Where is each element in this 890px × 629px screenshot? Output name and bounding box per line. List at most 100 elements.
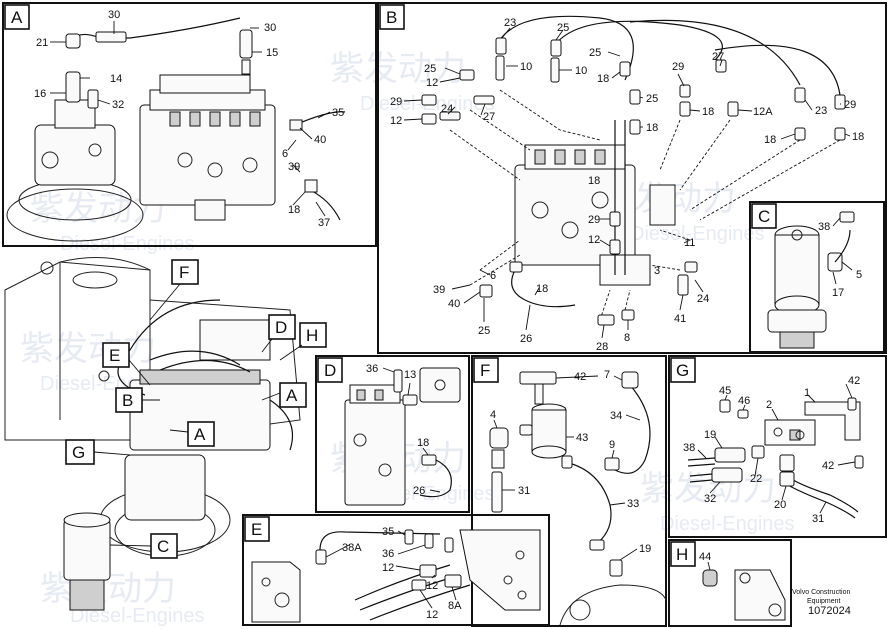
callout-b-25: 25 [424, 63, 436, 75]
panel-c-letter: C [758, 207, 770, 226]
panel-d-letter: D [324, 361, 336, 380]
callout-c-38: 38 [818, 221, 830, 233]
callout-a-6: 6 [282, 148, 288, 160]
callout-b-10: 10 [520, 61, 532, 73]
panel-g-frame [668, 355, 887, 538]
overview-label-e: E [109, 346, 120, 365]
callout-e-36: 36 [382, 548, 394, 560]
callout-g-38: 38 [683, 442, 695, 454]
callout-d-13: 13 [404, 369, 416, 381]
watermark-cn: 紫发动力 [640, 470, 776, 508]
callout-f-34: 34 [610, 410, 622, 422]
panel-b-letter-box [379, 4, 405, 30]
cylinder-sketch [702, 569, 786, 621]
callout-d-18: 18 [417, 437, 429, 449]
callout-d-26: 26 [413, 485, 425, 497]
callout-h-44: 44 [699, 551, 711, 563]
callout-b-25: 25 [646, 93, 658, 105]
callout-f-43: 43 [576, 432, 588, 444]
panel-h-letter-box [670, 541, 696, 567]
footer-line2: Equipment [807, 598, 841, 605]
callout-b-41: 41 [674, 313, 686, 325]
callout-b-26: 26 [520, 333, 532, 345]
callout-a-16: 16 [34, 88, 46, 100]
overview-label-e-box [102, 342, 130, 368]
panel-g-letter: G [676, 361, 689, 380]
callout-d-36: 36 [366, 363, 378, 375]
callout-f-7: 7 [604, 369, 610, 381]
callout-a-18: 18 [288, 204, 300, 216]
callout-a-30b: 30 [264, 22, 276, 34]
block-sketch [251, 529, 541, 623]
callout-b-11: 11 [684, 237, 695, 249]
overview-label-f: F [179, 263, 189, 282]
callout-a-39: 39 [288, 161, 300, 173]
watermark-cn: 紫发动力 [330, 50, 466, 88]
callout-b-18: 18 [702, 106, 714, 118]
overview-label-d-box [268, 314, 296, 340]
callout-c-5: 5 [856, 269, 862, 281]
machine-overview: F D H E B A A G C [4, 257, 327, 611]
callout-g-19: 19 [704, 429, 716, 441]
callout-b-18: 18 [536, 283, 548, 295]
callout-b-23: 23 [504, 17, 516, 29]
callout-b-24: 24 [697, 293, 709, 305]
callout-b-6: 6 [490, 270, 496, 282]
overview-label-a: A [286, 386, 298, 405]
callout-b-24: 24 [441, 103, 453, 115]
callout-b-8: 8 [624, 332, 630, 344]
overview-label-a2-box [187, 421, 215, 447]
panel-h: H 44 [668, 539, 792, 627]
callout-b-29: 29 [588, 214, 600, 226]
watermark-cn: 紫发动力 [20, 330, 156, 368]
callout-a-35: 35 [332, 107, 344, 119]
callout-b-12: 12 [588, 234, 600, 246]
callout-b-18: 18 [597, 73, 609, 85]
overview-label-h-box [299, 322, 327, 348]
callout-e-35: 35 [382, 526, 394, 538]
callout-f-9: 9 [609, 439, 615, 451]
callout-b-12: 12 [390, 115, 402, 127]
callout-g-20: 20 [774, 499, 786, 511]
callout-b-25: 25 [557, 22, 569, 34]
control-valve-sketch [514, 144, 676, 286]
overview-label-b: B [122, 391, 133, 410]
panel-e-letter: E [251, 520, 262, 539]
panel-h-letter: H [676, 545, 688, 564]
brake-valve-sketch [767, 225, 827, 349]
panel-a-letter-box [4, 4, 30, 30]
overview-label-c-box [150, 533, 178, 559]
overview-label-c: C [157, 537, 169, 556]
callout-f-31: 31 [518, 485, 530, 497]
callout-b-23: 23 [815, 105, 827, 117]
callout-b-25: 25 [478, 325, 490, 337]
callout-b-29: 29 [672, 61, 684, 73]
callout-b-25: 25 [589, 47, 601, 59]
callout-a-40: 40 [314, 134, 326, 146]
callout-a-21: 21 [36, 37, 48, 49]
overview-label-d: D [275, 318, 287, 337]
callout-b-39: 39 [433, 284, 445, 296]
callout-e-38A: 38A [342, 542, 362, 554]
panel-f: F 42 7 4 43 3 [471, 355, 667, 627]
callout-e-12: 12 [426, 609, 438, 621]
panel-g: G 45 4 [668, 355, 887, 538]
callout-g-31: 31 [812, 513, 824, 525]
panel-a-frame [2, 2, 377, 247]
panel-c-letter-box [751, 203, 777, 229]
panel-b: B [377, 2, 887, 354]
panel-e: E 38A 35 36 12 12 8A 1 [242, 514, 550, 626]
callout-e-8A: 8A [448, 600, 462, 612]
control-valve-sketch [139, 74, 276, 221]
block-sketch [764, 401, 861, 446]
callout-e-12: 12 [382, 562, 394, 574]
callout-g-1: 1 [804, 387, 810, 399]
panel-b-letter: B [386, 8, 397, 27]
callout-f-33: 33 [627, 498, 639, 510]
callout-g-32: 32 [704, 493, 716, 505]
callout-a-30a: 30 [108, 9, 120, 21]
panel-a: A [2, 2, 377, 247]
footer: Volvo Construction Equipment 1072024 [792, 589, 851, 617]
overview-label-h: H [306, 326, 318, 345]
